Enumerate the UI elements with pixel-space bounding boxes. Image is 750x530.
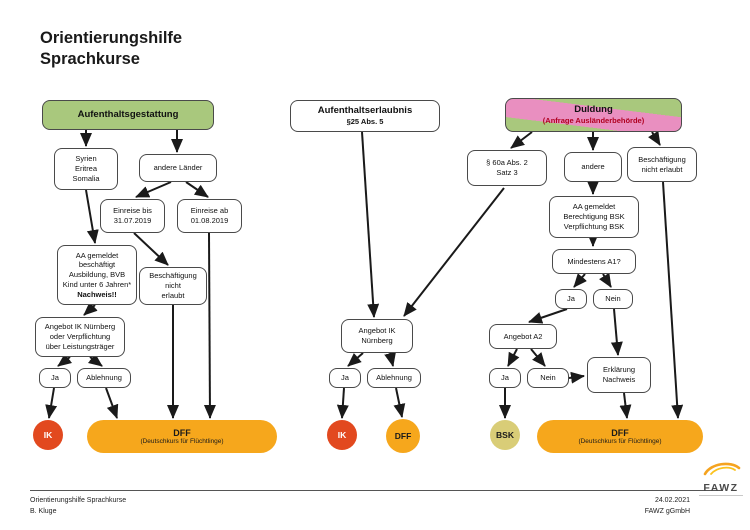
flow-arrow [530,348,546,367]
badge-dff-3: DFF (Deutschkurs für Flüchtlinge) [537,420,703,453]
flow-arrow [507,348,520,367]
node-andere: andere [564,152,622,182]
node-aa-gemeldet-1: AA gemeldet beschäftigt Ausbildung, BVB … [57,245,137,305]
fawz-logo-swoosh-icon [703,462,741,476]
node-ja-1: Ja [39,368,71,388]
flow-arrow [393,387,406,418]
aa-gemeldet-1-nachweis: Nachweis!! [77,289,117,299]
node-beschaeftigung-nicht-erlaubt-1: Beschäftigung nicht erlaubt [139,267,207,305]
aufenthaltserlaubnis-title: Aufenthaltserlaubnis [317,104,413,116]
node-ablehnung-1: Ablehnung [77,368,131,388]
aufenthaltserlaubnis-paragraph: §25 Abs. 5 [346,117,384,127]
duldung-subtitle: (Anfrage Ausländerbehörde) [542,116,645,126]
footer-divider [30,490,722,491]
flow-arrow [610,308,623,356]
node-aufenthaltserlaubnis: Aufenthaltserlaubnis §25 Abs. 5 [290,100,440,132]
flow-arrow [510,131,533,149]
flow-arrow [403,187,505,317]
flow-arrow [619,392,632,419]
flow-arrow [568,371,585,384]
flow-arrow [85,189,99,244]
flow-arrow [361,131,380,318]
footer-date-company: 24.02.2021 FAWZ gGmbH [644,497,690,515]
flow-arrow [336,387,349,419]
badge-dff-2: DFF [386,419,420,453]
node-nein-2: Nein [527,368,569,388]
fawz-logo-tagline-rule [699,495,743,496]
flow-arrow [573,273,587,288]
aa-gemeldet-1-text: AA gemeldet beschäftigt Ausbildung, BVB … [62,250,132,289]
node-nein-1: Nein [593,289,633,309]
flow-arrow [384,351,396,367]
footer-document-info: Orientierungshilfe Sprachkurse B. Kluge [30,497,127,515]
flow-arrow [662,181,684,419]
node-angebot-ik-nuernberg-2: Angebot IK Nürnberg [341,319,413,353]
flow-arrow [135,181,172,198]
node-duldung: Duldung (Anfrage Ausländerbehörde) [505,98,682,132]
node-einreise-ab: Einreise ab 01.08.2019 [177,199,242,233]
badge-ik-1: IK [33,420,63,450]
node-ja-3: Ja [555,289,587,309]
flow-arrow [105,387,119,419]
node-aufenthaltsgestattung: Aufenthaltsgestattung [42,100,214,130]
flow-arrow [83,301,98,316]
page-title: Orientierungshilfe Sprachkurse [40,29,183,69]
flow-arrow [203,232,216,419]
dff-1-title: DFF [173,428,191,438]
duldung-title: Duldung [574,103,613,115]
node-beschaeftigung-nicht-erlaubt-2: Beschäftigung nicht erlaubt [627,147,697,182]
flow-arrow [347,352,364,367]
node-60a-abs2-satz3: § 60a Abs. 2 Satz 3 [467,150,547,186]
flow-arrow [133,232,169,266]
flow-arrow [88,353,103,367]
node-erklaerung-nachweis: Erklärung Nachweis [587,357,651,393]
node-andere-laender: andere Länder [139,154,217,182]
node-angebot-ik-nuernberg-1: Angebot IK Nürnberg oder Verpflichtung ü… [35,317,125,357]
dff-3-title: DFF [611,428,629,438]
flow-arrow [45,387,58,419]
flow-arrow [528,308,568,324]
fawz-logo: FAWZ [696,462,746,496]
flow-arrow [185,181,209,198]
node-einreise-bis: Einreise bis 31.07.2019 [100,199,165,233]
badge-bsk: BSK [490,420,520,450]
flow-arrow [599,272,612,288]
node-ablehnung-2: Ablehnung [367,368,421,388]
dff-3-subtitle: (Deutschkurs für Flüchtlinge) [578,438,662,445]
node-mindestens-a1: Mindestens A1? [552,249,636,274]
node-angebot-a2: Angebot A2 [489,324,557,349]
badge-dff-1: DFF (Deutschkurs für Flüchtlinge) [87,420,277,453]
flow-arrow [648,130,661,146]
flow-arrow [57,353,72,367]
node-ja-4: Ja [489,368,521,388]
dff-1-subtitle: (Deutschkurs für Flüchtlinge) [140,438,224,445]
fawz-logo-text: FAWZ [703,482,739,494]
node-syrien-eritrea-somalia: Syrien Eritrea Somalia [54,148,118,190]
badge-ik-2: IK [327,420,357,450]
node-aa-gemeldet-2: AA gemeldet Berechtigung BSK Verpflichtu… [549,196,639,238]
node-ja-2: Ja [329,368,361,388]
